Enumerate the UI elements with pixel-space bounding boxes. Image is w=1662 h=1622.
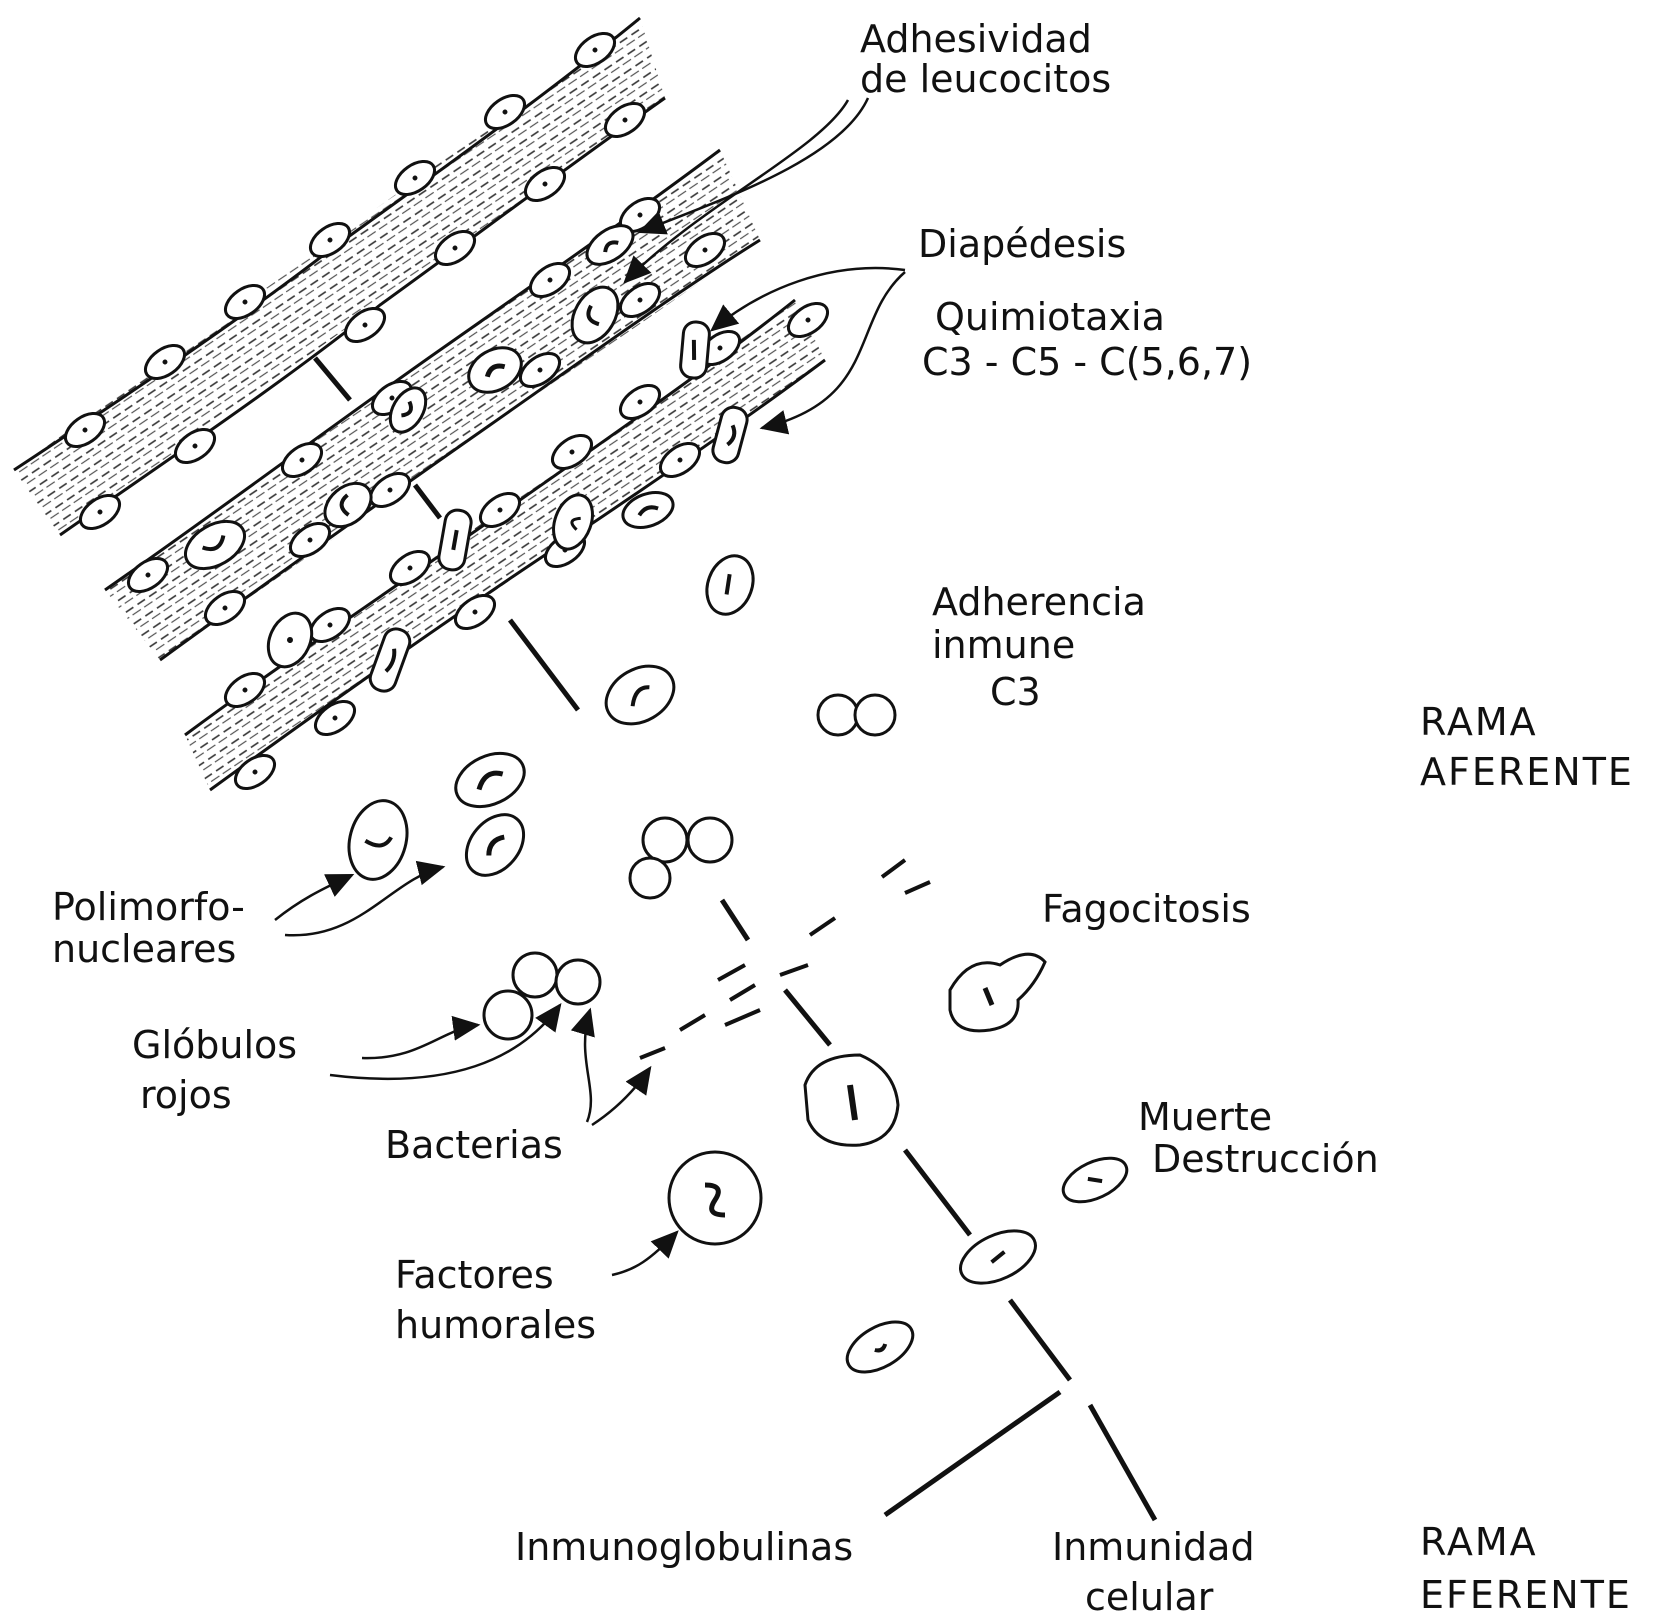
label-rama-eferente-1: RAMA xyxy=(1420,1520,1538,1564)
factor-cell xyxy=(669,1152,761,1244)
label-inmunoglobulinas: Inmunoglobulinas xyxy=(515,1525,853,1569)
label-globulos-2: rojos xyxy=(140,1073,232,1117)
rbc-cluster-middle xyxy=(630,818,732,898)
label-factores-1: Factores xyxy=(395,1253,554,1297)
label-bacterias: Bacterias xyxy=(385,1123,563,1167)
label-quimiotaxia-1: Quimiotaxia xyxy=(935,295,1165,339)
blood-vessels xyxy=(14,18,833,795)
label-rama-aferente-2: AFERENTE xyxy=(1420,750,1634,794)
rbc-pair-top xyxy=(818,695,895,735)
labels: Adhesividad de leucocitos Diapédesis Qui… xyxy=(52,17,1634,1619)
label-rama-aferente-1: RAMA xyxy=(1420,700,1538,744)
label-adhesividad-2: de leucocitos xyxy=(860,57,1111,101)
label-polimorfo-2: nucleares xyxy=(52,927,236,971)
label-factores-2: humorales xyxy=(395,1303,596,1347)
label-rama-eferente-2: EFERENTE xyxy=(1420,1573,1632,1617)
phagocyte-1 xyxy=(950,954,1045,1031)
label-inmunidad-2: celular xyxy=(1085,1575,1214,1619)
label-muerte-1: Muerte xyxy=(1138,1095,1272,1139)
label-globulos-1: Glóbulos xyxy=(132,1023,297,1067)
dying-cell-3 xyxy=(839,1312,921,1383)
label-diapedesis: Diapédesis xyxy=(918,222,1126,266)
label-adherencia-2: inmune xyxy=(932,623,1075,667)
label-adhesividad-1: Adhesividad xyxy=(860,17,1092,61)
label-polimorfo-1: Polimorfo- xyxy=(52,885,245,929)
label-adherencia-3: C3 xyxy=(990,670,1041,714)
label-quimiotaxia-2: C3 - C5 - C(5,6,7) xyxy=(922,340,1252,384)
phagocyte-2 xyxy=(805,1055,898,1145)
label-muerte-2: Destrucción xyxy=(1152,1137,1379,1181)
dying-cell-1 xyxy=(1057,1149,1134,1210)
label-fagocitosis: Fagocitosis xyxy=(1042,887,1251,931)
label-inmunidad-1: Inmunidad xyxy=(1052,1525,1255,1569)
label-adherencia-1: Adherencia xyxy=(932,580,1146,624)
